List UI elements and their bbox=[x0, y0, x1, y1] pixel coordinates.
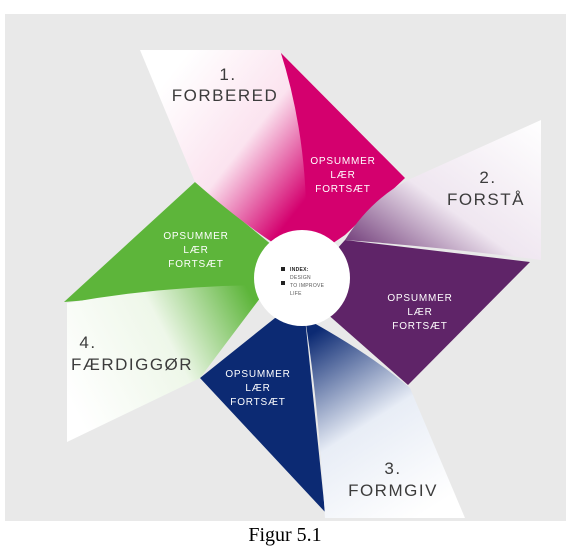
logo-line-2: DESIGN bbox=[290, 275, 311, 281]
navy-phase-line-2: LÆR bbox=[245, 383, 270, 394]
step-2-number: 2. bbox=[479, 168, 496, 187]
step-4-number: 4. bbox=[79, 333, 96, 352]
logo-line-4: LIFE bbox=[290, 291, 302, 297]
step-3-number: 3. bbox=[384, 459, 401, 478]
navy-blade bbox=[200, 318, 325, 512]
logo-line-3: TO IMPROVE bbox=[290, 283, 325, 289]
navy-phase-line-1: OPSUMMER bbox=[225, 369, 290, 380]
purple-blade bbox=[300, 240, 530, 385]
step-1-title: FORBERED bbox=[172, 86, 278, 105]
magenta-phase-line-1: OPSUMMER bbox=[310, 156, 375, 167]
magenta-phase-line-3: FORTSÆT bbox=[315, 184, 370, 195]
step-4-title: FÆRDIGGØR bbox=[71, 355, 193, 374]
logo-line-1: INDEX: bbox=[290, 267, 309, 273]
petal-forsta bbox=[345, 120, 541, 260]
petal-faerdiggor bbox=[67, 285, 270, 442]
magenta-blade bbox=[278, 50, 405, 262]
petal-forbered bbox=[140, 50, 307, 262]
petal-formgiv bbox=[305, 318, 465, 518]
green-phase-line-2: LÆR bbox=[183, 245, 208, 256]
figure-caption: Figur 5.1 bbox=[248, 524, 322, 546]
step-3-title: FORMGIV bbox=[348, 481, 438, 500]
purple-phase-line-2: LÆR bbox=[407, 307, 432, 318]
step-2-title: FORSTÅ bbox=[447, 190, 525, 209]
center-circle bbox=[254, 230, 350, 326]
purple-phase-line-3: FORTSÆT bbox=[392, 321, 447, 332]
purple-phase-line-1: OPSUMMER bbox=[387, 293, 452, 304]
green-phase-line-1: OPSUMMER bbox=[163, 231, 228, 242]
green-phase-line-3: FORTSÆT bbox=[168, 259, 223, 270]
logo-bullet bbox=[281, 281, 285, 285]
magenta-phase-line-2: LÆR bbox=[330, 170, 355, 181]
step-1-number: 1. bbox=[219, 65, 236, 84]
navy-phase-line-3: FORTSÆT bbox=[230, 397, 285, 408]
green-blade bbox=[64, 182, 278, 302]
logo-bullet bbox=[281, 267, 285, 271]
